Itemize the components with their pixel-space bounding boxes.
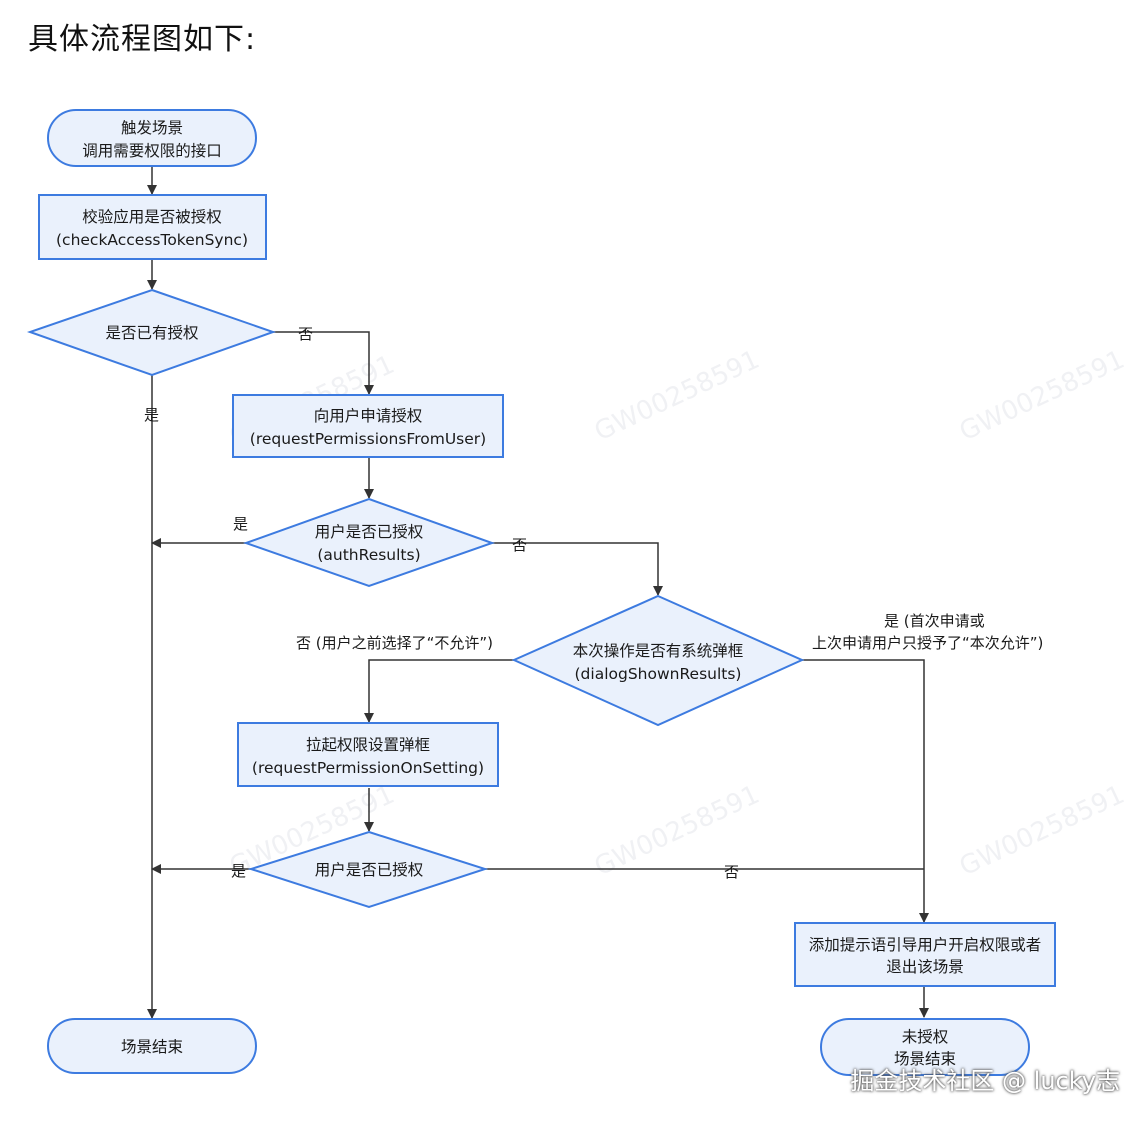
node-check-access: 校验应用是否被授权 (checkAccessTokenSync) [38,194,267,260]
label-granted2-no: 否 [724,863,739,881]
node-user-granted-1-line2: (authResults) [317,546,420,564]
node-has-permission: 是否已有授权 [26,288,277,377]
node-end: 场景结束 [47,1018,257,1074]
node-check-access-line2: (checkAccessTokenSync) [56,231,248,249]
site-watermark: 掘金技术社区 @ lucky志 [850,1067,1120,1095]
label-granted2-yes: 是 [231,862,246,880]
node-user-granted-1: 用户是否已授权 (authResults) [243,497,495,588]
node-guide-line2: 退出该场景 [886,958,964,976]
node-start-line2: 调用需要权限的接口 [82,142,222,160]
node-request-user: 向用户申请授权 (requestPermissionsFromUser) [232,394,504,458]
node-open-setting-line2: (requestPermissionOnSetting) [252,759,484,777]
edge-dialog-no [364,659,514,723]
edge-granted1-no [492,542,663,596]
node-dialog-shown-line1: 本次操作是否有系统弹框 [573,642,744,660]
label-has-no: 否 [298,325,313,343]
node-user-granted-2: 用户是否已授权 [247,830,489,909]
node-start-line1: 触发场景 [121,119,183,137]
label-dialog-yes-line2: 上次申请用户只授予了“本次允许”) [812,634,1043,652]
edge-dialog-yes [802,659,929,923]
label-dialog-yes-line1: 是 (首次申请或 [884,612,985,630]
node-user-granted-2-label: 用户是否已授权 [315,861,424,879]
label-dialog-no: 否 (用户之前选择了“不允许”) [296,634,493,652]
node-guide-line1: 添加提示语引导用户开启权限或者 [809,936,1042,954]
node-dialog-shown-line2: (dialogShownResults) [575,665,742,683]
label-has-yes: 是 [144,406,159,424]
node-has-permission-label: 是否已有授权 [105,324,198,342]
node-end-label: 场景结束 [121,1038,183,1056]
edges [147,166,929,1019]
node-dialog-shown: 本次操作是否有系统弹框 (dialogShownResults) [511,594,805,727]
edge-has-no [273,331,374,395]
node-request-user-line1: 向用户申请授权 [314,407,423,425]
node-check-access-line1: 校验应用是否被授权 [82,207,222,226]
node-open-setting: 拉起权限设置弹框 (requestPermissionOnSetting) [237,722,499,787]
node-request-user-line2: (requestPermissionsFromUser) [250,430,486,448]
node-guide: 添加提示语引导用户开启权限或者 退出该场景 [794,922,1056,987]
page-title: 具体流程图如下: [28,22,257,57]
node-end-denied-line2: 场景结束 [894,1050,956,1068]
label-granted1-no: 否 [512,536,527,554]
node-open-setting-line1: 拉起权限设置弹框 [306,736,430,754]
node-user-granted-1-line1: 用户是否已授权 [315,523,424,541]
label-granted1-yes: 是 [233,515,248,533]
node-end-denied-line1: 未授权 [902,1028,949,1046]
node-start: 触发场景 调用需要权限的接口 [47,109,257,167]
node-end-denied: 未授权 场景结束 [820,1018,1030,1076]
edge-labels: 否 是 是 否 否 (用户之前选择了“不允许”) 是 (首次申请或 上次申请用户… [144,325,1043,881]
